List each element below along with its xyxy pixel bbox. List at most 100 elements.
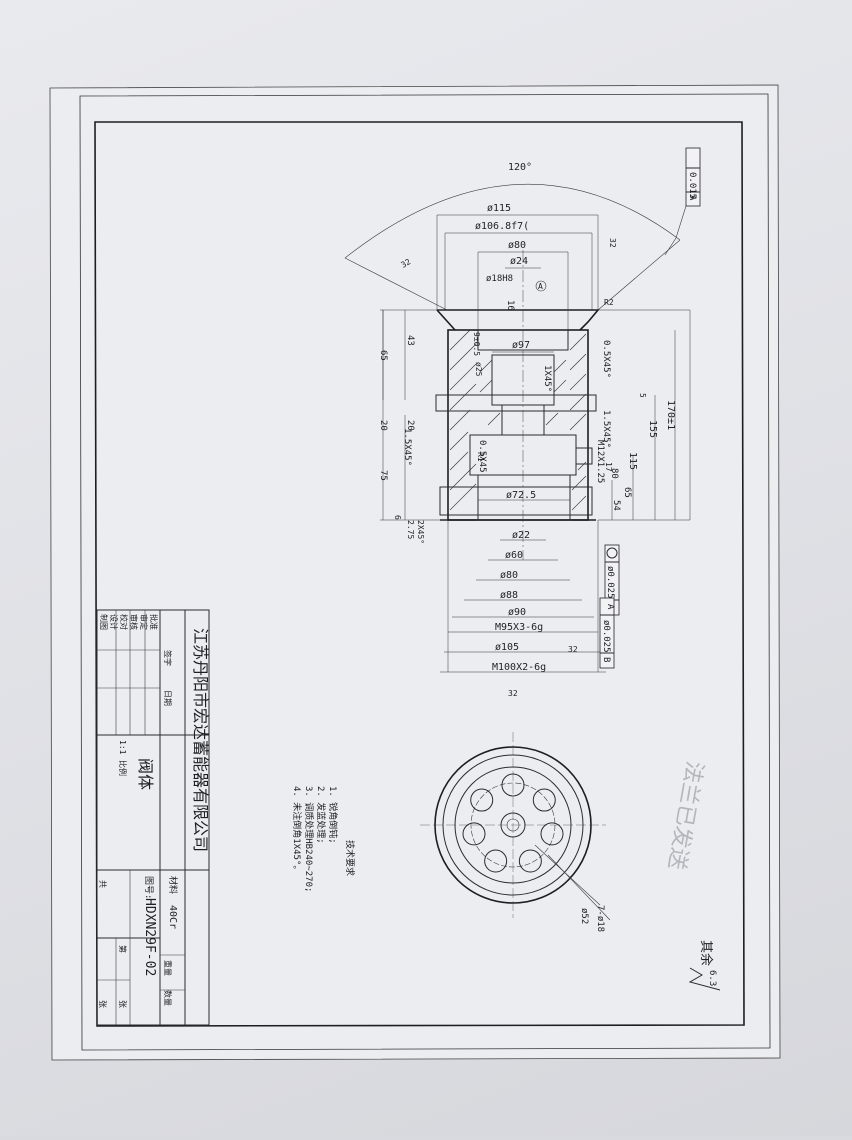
dimension-d80b: ø80 [500,570,518,581]
dimension-a_mark: A [538,282,543,291]
tech-req-item: 2. 发蓝处理; [315,786,327,844]
title-cell: 数量 [163,990,173,1006]
dimension-datumB: B [601,657,611,662]
dimension-h65r: 65 [622,487,632,498]
dimension-d24: ø24 [510,256,528,267]
dimension-h80: 80 [609,468,619,479]
dimension-d72: ø72.5 [506,490,536,501]
tolerance-frame-low [599,597,615,669]
dimension-tol1: 0.015 [687,172,697,199]
dimension-h43: 43 [405,335,415,346]
material-value: 40Cr [167,905,178,929]
role-label: 校对 [119,614,129,630]
bolt-hole [501,773,525,797]
material-label: 材料 [167,876,179,894]
role-label: 审定 [139,614,149,630]
title-cell: 第 [118,945,128,953]
dimension-d2x: 2X45° [416,520,425,544]
role-column: 制图设计校对审核审定批准签字日期数量重量比例共张第张 [98,614,173,1008]
dimension-d275: 2.75 [406,520,415,539]
tech-req-item: 3. 调质处理HB240~270; [303,786,315,892]
dimension-d60: ø60 [505,550,523,561]
tech-req-heading: 技术要求 [344,840,356,876]
dimension-h5: 5 [638,393,647,398]
dimension-h20b: 20 [405,420,415,431]
dimension-d80top: ø80 [508,240,526,251]
dimension-d90: ø90 [508,607,526,618]
tolerance-frame-mid [604,544,620,616]
title-block [96,609,210,1026]
dimension-r2: R2 [604,298,614,307]
dimension-d52: ø52 [579,908,589,924]
dimension-r1: R1 [476,452,485,462]
part-name: 阀体 [136,758,155,790]
dimension-h20a: 20 [378,420,388,431]
dimension-m95: M95X3-6g [495,622,543,633]
dimension-r32b: 32 [400,257,413,270]
role-label: 批准 [149,614,159,630]
title-cell: 比例 [118,760,128,776]
dimension-datumA2: A [605,604,615,610]
tech-req-item: 4. 未注倒角1X45°。 [291,786,303,874]
role-label: 审核 [129,614,139,630]
dimension-d905: 9±0.5 [472,332,481,356]
title-cell: 日期 [163,690,172,706]
section-view [344,183,681,560]
dimension-h16: 16 [505,300,515,311]
dimension-datumA: A [687,195,697,201]
tolerance-frame-top [664,147,701,256]
dimension-r32c: 32 [568,645,578,654]
dimension-r32a: 32 [608,238,617,248]
bolt-hole [484,849,508,873]
drawing-no-label: 图号: [143,876,154,899]
dimension-d7: 7-ø18 [595,905,605,932]
dimension-d115: ø115 [487,203,511,214]
border-frame [94,121,745,1027]
title-cell: 张 [118,1000,127,1008]
dimension-h54: 54 [611,500,621,511]
bolt-hole [540,822,564,846]
title-cell: 签字 [163,650,173,666]
dimension-m12: M12X1.25 [595,440,605,483]
roughness-value: 6.3 [707,970,717,986]
dimension-d18: ø18H8 [486,274,513,284]
dimension-h115: 115 [627,452,638,470]
dimension-h170: 170±1 [665,400,676,430]
role-label: 设计 [109,614,119,630]
title-cell: 重量 [163,960,173,976]
dimension-c05b: 0.5X45 [477,440,487,473]
dimension-h17: 17 [604,462,613,472]
dimension-m100: M100X2-6g [492,662,546,673]
dimension-d97: ø97 [512,340,530,351]
bolt-hole [532,788,556,812]
dimension-lines [380,214,691,673]
dimension-d105: ø105 [495,642,519,653]
roughness-symbol [688,967,721,991]
dimension-d22: ø22 [512,530,530,541]
tech-req-item: 1. 锐角倒钝; [327,786,339,844]
dimension-c15a: 1.5X45° [601,410,611,448]
dimension-texts: ø115ø106.8f7(ø80ø24ø18H8ø97ø72.5ø22ø60ø8… [378,162,697,932]
bolt-hole [462,822,486,846]
dimension-tol2: ø0.025 [605,566,615,599]
title-cell: 张 [98,1000,107,1008]
end-view [420,732,611,921]
dimension-r32d: 32 [508,689,518,698]
title-cell: 共 [98,880,107,888]
bolt-hole [518,849,542,873]
inner-frame [79,93,771,1051]
dimension-d88: ø88 [500,590,518,601]
roughness-label: 其余 [698,940,714,966]
scale-value: 1:1 [118,740,127,755]
dimension-c15b: 1.5X45° [402,428,412,466]
dimension-tol3: ø0.025 [601,620,611,653]
dimension-c05: 0.5X45° [601,340,611,378]
dimension-h6: 6 [393,515,402,520]
end-view-holes [462,773,564,873]
dimension-d625: ø25 [474,362,483,377]
dimension-angle: 120° [508,162,532,173]
tech-req-list: 1. 锐角倒钝;2. 发蓝处理;3. 调质处理HB240~270;4. 未注倒角… [291,786,339,892]
dimension-h155: 155 [647,420,658,438]
